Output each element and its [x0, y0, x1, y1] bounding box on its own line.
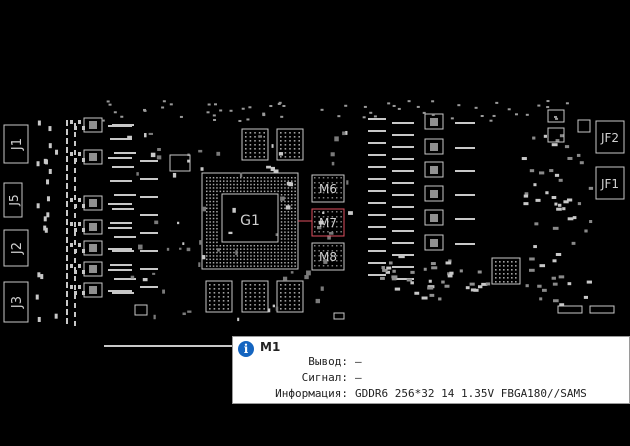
connector-jf1-label: JF1	[600, 177, 619, 191]
info-icon: i	[238, 341, 254, 357]
connector-jf1[interactable]	[595, 166, 625, 200]
chip-g1[interactable]	[221, 193, 279, 243]
connector-group[interactable]: J1 J5 J2 J3 JF2 JF1	[3, 120, 625, 323]
chip-m7[interactable]	[311, 208, 345, 237]
connector-jf2-label: JF2	[600, 131, 619, 145]
tooltip-value-info: GDDR6 256*32 14 1.35V FBGA180//SAMS	[355, 387, 587, 400]
component-outlines	[35, 100, 615, 347]
tooltip-value-signal: —	[355, 371, 362, 384]
component-info-tooltip: i M1 Вывод: — Сигнал: — Информация: GDDR6 2…	[232, 336, 630, 404]
chip-g1-label: G1	[240, 213, 260, 229]
chip-m6-label: M6	[319, 182, 337, 196]
connector-j3[interactable]	[3, 281, 29, 323]
chip-m8[interactable]	[311, 242, 345, 271]
tooltip-row-signal: Сигнал: —	[233, 370, 362, 385]
connector-j5-label: J5	[7, 194, 21, 206]
connector-j2[interactable]	[3, 229, 29, 267]
connector-j1[interactable]	[3, 124, 29, 164]
chip-m6[interactable]	[311, 174, 345, 203]
tooltip-key-pin: Вывод:	[308, 355, 348, 368]
tooltip-key-signal: Сигнал:	[301, 371, 348, 384]
connector-j2-label: J2	[10, 242, 25, 255]
connector-j1-label: J1	[10, 138, 25, 151]
chip-m8-label: M8	[319, 250, 337, 264]
connector-j3-label: J3	[10, 296, 25, 309]
tooltip-row-pin: Вывод: —	[233, 354, 362, 369]
tooltip-title: M1	[260, 340, 281, 354]
chip-group[interactable]: G1 M6 M7 M8	[221, 174, 345, 271]
tooltip-row-info: Информация: GDDR6 256*32 14 1.35V FBGA180…	[233, 386, 587, 401]
connector-j5[interactable]	[3, 182, 23, 218]
chip-m7-label: M7	[319, 216, 337, 230]
connector-jf2[interactable]	[595, 120, 625, 154]
tooltip-value-pin: —	[355, 355, 362, 368]
tooltip-key-info: Информация:	[275, 387, 348, 400]
